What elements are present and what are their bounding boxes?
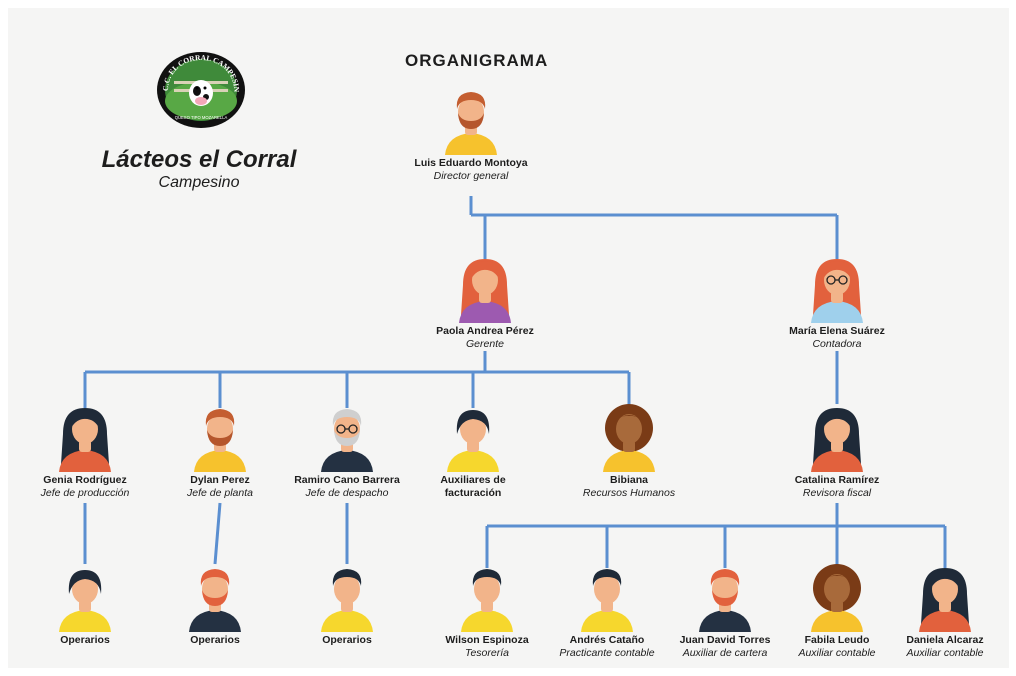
- person-avatar-icon: [650, 560, 800, 632]
- person-role: Auxiliar contable: [798, 647, 876, 659]
- org-node-op1: Operarios: [10, 560, 160, 647]
- person-name: Catalina Ramírez: [794, 474, 880, 486]
- person-name: Daniela Alcaraz: [906, 634, 984, 646]
- person-name: María Elena Suárez: [789, 325, 885, 337]
- person-avatar-icon: [412, 560, 562, 632]
- connector-line: [213, 502, 222, 565]
- person-avatar-icon: [532, 560, 682, 632]
- brand-name: Lácteos el Corral: [101, 146, 297, 173]
- page-title: ORGANIGRAMA: [405, 51, 549, 70]
- person-avatar-icon: [762, 400, 912, 472]
- person-avatar-icon: [272, 400, 422, 472]
- person-role: Auxiliar contable: [906, 647, 984, 659]
- connector-lines: [83, 196, 947, 568]
- person-name: Juan David Torres: [679, 634, 771, 646]
- person-role: Recursos Humanos: [582, 487, 676, 499]
- person-role: Revisora fiscal: [802, 487, 872, 499]
- person-role: Jefe de planta: [187, 487, 253, 499]
- person-name: Dylan Perez: [190, 474, 250, 486]
- person-name: Paola Andrea Pérez: [436, 325, 534, 337]
- person-name: Operarios: [190, 634, 240, 646]
- person-name: Genia Rodríguez: [43, 474, 127, 486]
- person-name: Auxiliares de facturación: [440, 474, 506, 499]
- person-name: Bibiana: [610, 474, 648, 486]
- person-role: Tesorería: [465, 647, 509, 659]
- person-avatar-icon: [396, 83, 546, 155]
- org-chart-canvas: ORGANIGRAMA L.C.C. EL CORRAL CAMPESINO Q…: [8, 8, 1009, 668]
- person-name: Operarios: [60, 634, 110, 646]
- person-avatar-icon: [554, 400, 704, 472]
- person-avatar-icon: [10, 400, 160, 472]
- person-avatar-icon: [410, 251, 560, 323]
- person-name: Operarios: [322, 634, 372, 646]
- person-role: Jefe de despacho: [305, 487, 389, 499]
- company-logo: L.C.C. EL CORRAL CAMPESINO QUESO TIPO MO…: [153, 44, 246, 129]
- person-avatar-icon: [762, 560, 912, 632]
- person-role: Auxiliar de cartera: [682, 647, 768, 659]
- person-avatar-icon: [762, 251, 912, 323]
- person-role: Jefe de producción: [40, 487, 130, 499]
- person-role: Director general: [433, 170, 509, 182]
- person-avatar-icon: [272, 560, 422, 632]
- org-node-op3: Operarios: [272, 560, 422, 647]
- person-avatar-icon: [145, 400, 295, 472]
- person-avatar-icon: [10, 560, 160, 632]
- person-name: Fabila Leudo: [804, 634, 870, 646]
- person-avatar-icon: [870, 560, 1016, 632]
- person-name: Wilson Espinoza: [445, 634, 529, 646]
- person-role: Contadora: [812, 338, 862, 350]
- person-name: Luis Eduardo Montoya: [414, 157, 528, 169]
- person-role: Practicante contable: [559, 647, 655, 659]
- person-name: Andrés Cataño: [569, 634, 645, 646]
- brand-subtitle: Campesino: [158, 174, 240, 191]
- logo-bottom-text: QUESO TIPO MOZARELLA: [175, 115, 228, 120]
- brand-block: Lácteos el Corral Campesino: [94, 146, 304, 192]
- person-avatar-icon: [398, 400, 548, 472]
- org-node-op2: Operarios: [140, 560, 290, 647]
- person-role: Gerente: [466, 338, 504, 350]
- org-node-aux: Auxiliares de facturación: [398, 400, 548, 500]
- person-name: Ramiro Cano Barrera: [294, 474, 400, 486]
- person-avatar-icon: [140, 560, 290, 632]
